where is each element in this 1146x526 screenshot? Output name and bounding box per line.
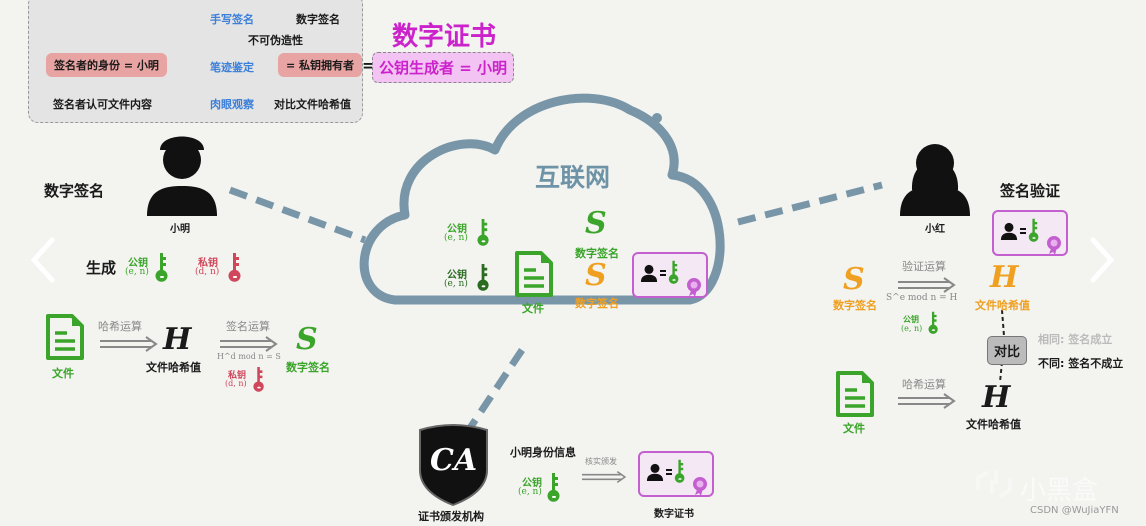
sign-private-key-label: 私钥 [228, 371, 247, 381]
signer-S: S [296, 322, 318, 357]
verifier-file-label: 文件 [843, 422, 865, 435]
verifier-H: H [990, 260, 1019, 295]
internet-public-key2-label: 公钥 [447, 270, 467, 281]
signer-H: H [163, 322, 192, 357]
internet-signature-label: 数字签名 [575, 247, 619, 260]
internet-file-label: 文件 [522, 302, 544, 315]
verifier-public-key-label: 公钥 [903, 315, 919, 324]
signer-section-title: 数字签名 [44, 182, 105, 200]
verifier-S: S [843, 262, 865, 297]
sign-private-params: (d, n) [225, 379, 247, 388]
result-same: 相同: 签名成立 [1038, 333, 1113, 346]
col-handwritten: 手写签名 [210, 13, 254, 26]
verifier-section-title: 签名验证 [1000, 182, 1061, 200]
verifier-hash-op: 哈希运算 [902, 378, 946, 391]
signer-private-key-label: 私钥 [198, 258, 218, 269]
ca-public-key-label: 公钥 [522, 478, 542, 489]
certificate-definition: 公钥生成者 = 小明 [372, 52, 515, 83]
internet-public-key-label: 公钥 [447, 224, 467, 235]
verifier-name: 小红 [925, 224, 945, 235]
header-unforgeable: 不可伪造性 [248, 34, 303, 47]
ca-issue-op: 核实颁发 [585, 457, 617, 466]
ca-name: 证书颁发机构 [418, 510, 484, 523]
signer-private-params: (d, n) [195, 267, 220, 277]
result-different: 不同: 签名不成立 [1038, 357, 1124, 370]
signer-hash-value: 文件哈希值 [146, 361, 201, 374]
handwritten-ack: 肉眼观察 [210, 98, 254, 111]
verify-formula: S^e mod n = H [886, 293, 958, 303]
ca-public-params: (e, n) [518, 487, 542, 497]
digital-identity: = 私钥拥有者 [278, 53, 363, 77]
verifier-H2: H [982, 380, 1011, 415]
signer-name: 小明 [170, 224, 190, 235]
xiaoheihe-logo [976, 470, 1012, 498]
signer-public-key-label: 公钥 [128, 258, 148, 269]
watermark-brand: 小黑盒 [1020, 476, 1099, 506]
watermark-credit: CSDN @WuJiaYFN [1030, 505, 1119, 516]
signer-hash-op: 哈希运算 [98, 320, 142, 333]
ca-certificate-label: 数字证书 [654, 509, 694, 520]
handwritten-identity: 笔迹鉴定 [210, 61, 254, 74]
next-chevron-icon [1090, 237, 1115, 283]
verify-op: 验证运算 [902, 260, 946, 273]
ca-identity-info: 小明身份信息 [510, 446, 576, 459]
internet-signature-S: S [585, 206, 607, 241]
signer-signature-label: 数字签名 [286, 361, 330, 374]
ca-logo-text: CA [430, 443, 478, 478]
signer-sign-formula: H^d mod n = S [217, 352, 281, 361]
verifier-public-params: (e, n) [901, 324, 923, 333]
xiaohong-avatar [900, 144, 970, 216]
internet-cloud [359, 93, 725, 305]
generate-label: 生成 [86, 259, 117, 277]
col-digital: 数字签名 [296, 13, 340, 26]
signer-public-params: (e, n) [125, 267, 149, 277]
prev-chevron-icon [30, 237, 55, 283]
row-acknowledge: 签名者认可文件内容 [53, 98, 152, 111]
ca-shield-icon [419, 424, 488, 507]
verifier-hash-value: 文件哈希值 [975, 299, 1030, 312]
row-identity: 签名者的身份 = 小明 [46, 53, 167, 77]
compare-badge: 对比 [987, 336, 1028, 365]
internet-forged-S: S [585, 258, 607, 293]
xiaoming-avatar [147, 136, 217, 216]
verifier-hash-value2: 文件哈希值 [966, 418, 1021, 431]
signer-sign-op: 签名运算 [226, 320, 270, 333]
digital-ack: 对比文件哈希值 [274, 98, 351, 111]
internet-label: 互联网 [535, 163, 611, 192]
internet-forged-label: 数字签名 [575, 297, 619, 310]
verifier-signature-label: 数字签名 [833, 299, 877, 312]
internet-public-key2-params: (e, n) [444, 279, 468, 289]
certificate-title: 数字证书 [392, 22, 497, 52]
signer-file-label: 文件 [52, 367, 74, 380]
internet-public-key-params: (e, n) [444, 233, 468, 243]
